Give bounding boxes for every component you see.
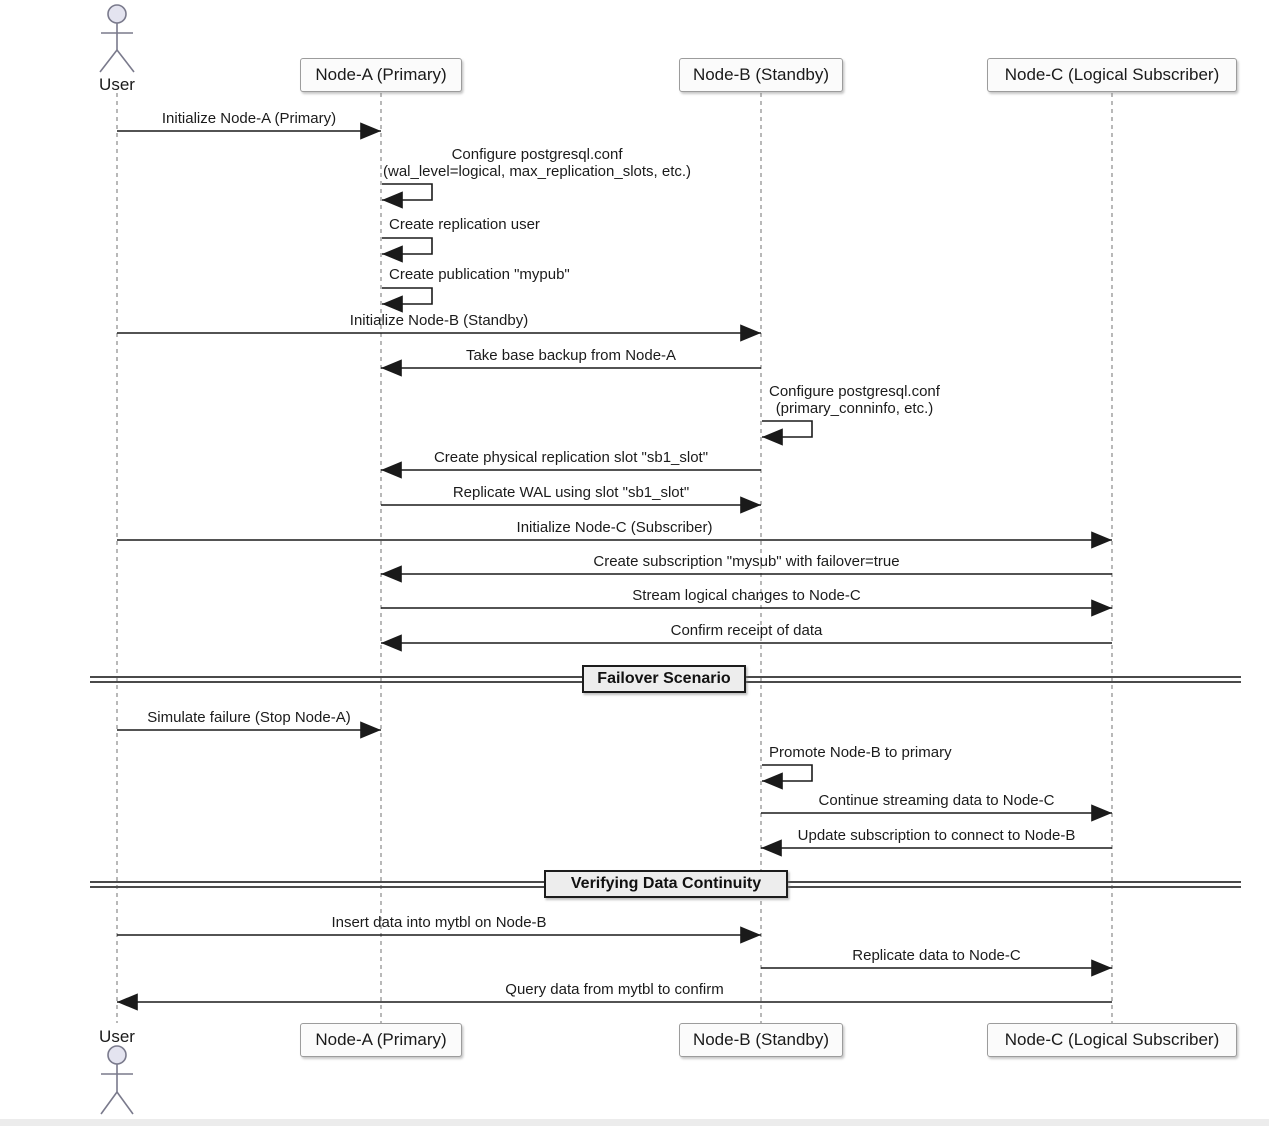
message-label: Insert data into mytbl on Node-B bbox=[331, 914, 547, 931]
divider-failover-scenario: Failover Scenario bbox=[582, 665, 746, 693]
message-label: Configure postgresql.conf (primary_conni… bbox=[769, 383, 940, 417]
message-label: Simulate failure (Stop Node-A) bbox=[147, 709, 351, 726]
message-label: Replicate data to Node-C bbox=[852, 947, 1021, 964]
self-message-arrow-2 bbox=[382, 237, 433, 263]
message-label: Stream logical changes to Node-C bbox=[632, 587, 861, 604]
actor-label-user-bottom: User bbox=[99, 1027, 135, 1046]
message-label: Create subscription "mysub" with failove… bbox=[593, 553, 900, 570]
message-label: Create physical replication slot "sb1_sl… bbox=[433, 449, 709, 466]
participant-box-node-c-bottom: Node-C (Logical Subscriber) bbox=[987, 1023, 1237, 1057]
message-label: Update subscription to connect to Node-B bbox=[797, 827, 1076, 844]
self-message-arrow-6 bbox=[762, 420, 813, 446]
message-label: Configure postgresql.conf (wal_level=log… bbox=[383, 146, 692, 180]
message-label: Create publication "mypub" bbox=[389, 266, 570, 283]
participant-box-node-c-top: Node-C (Logical Subscriber) bbox=[987, 58, 1237, 92]
message-label: Initialize Node-A (Primary) bbox=[161, 110, 337, 127]
message-label: Confirm receipt of data bbox=[670, 622, 823, 639]
participant-box-node-b-bottom: Node-B (Standby) bbox=[679, 1023, 843, 1057]
message-label: Query data from mytbl to confirm bbox=[505, 981, 724, 998]
actor-label-user-top: User bbox=[99, 75, 135, 94]
user-actor-figure-top bbox=[99, 4, 135, 73]
message-label: Initialize Node-B (Standby) bbox=[349, 312, 529, 329]
message-label: Create replication user bbox=[389, 216, 540, 233]
user-actor-figure-bottom bbox=[100, 1045, 134, 1115]
participant-box-node-a-top: Node-A (Primary) bbox=[300, 58, 462, 92]
self-message-arrow-3 bbox=[382, 287, 433, 313]
participant-box-node-a-bottom: Node-A (Primary) bbox=[300, 1023, 462, 1057]
page-bottom-edge bbox=[0, 1119, 1269, 1126]
message-label: Continue streaming data to Node-C bbox=[818, 792, 1055, 809]
divider-verifying-data-continuity: Verifying Data Continuity bbox=[544, 870, 788, 898]
message-label: Replicate WAL using slot "sb1_slot" bbox=[452, 484, 690, 501]
self-message-arrow-1 bbox=[382, 183, 433, 209]
self-message-arrow-14 bbox=[762, 764, 813, 790]
participant-box-node-b-top: Node-B (Standby) bbox=[679, 58, 843, 92]
message-label: Promote Node-B to primary bbox=[769, 744, 952, 761]
message-label: Initialize Node-C (Subscriber) bbox=[516, 519, 713, 536]
message-label: Take base backup from Node-A bbox=[465, 347, 677, 364]
